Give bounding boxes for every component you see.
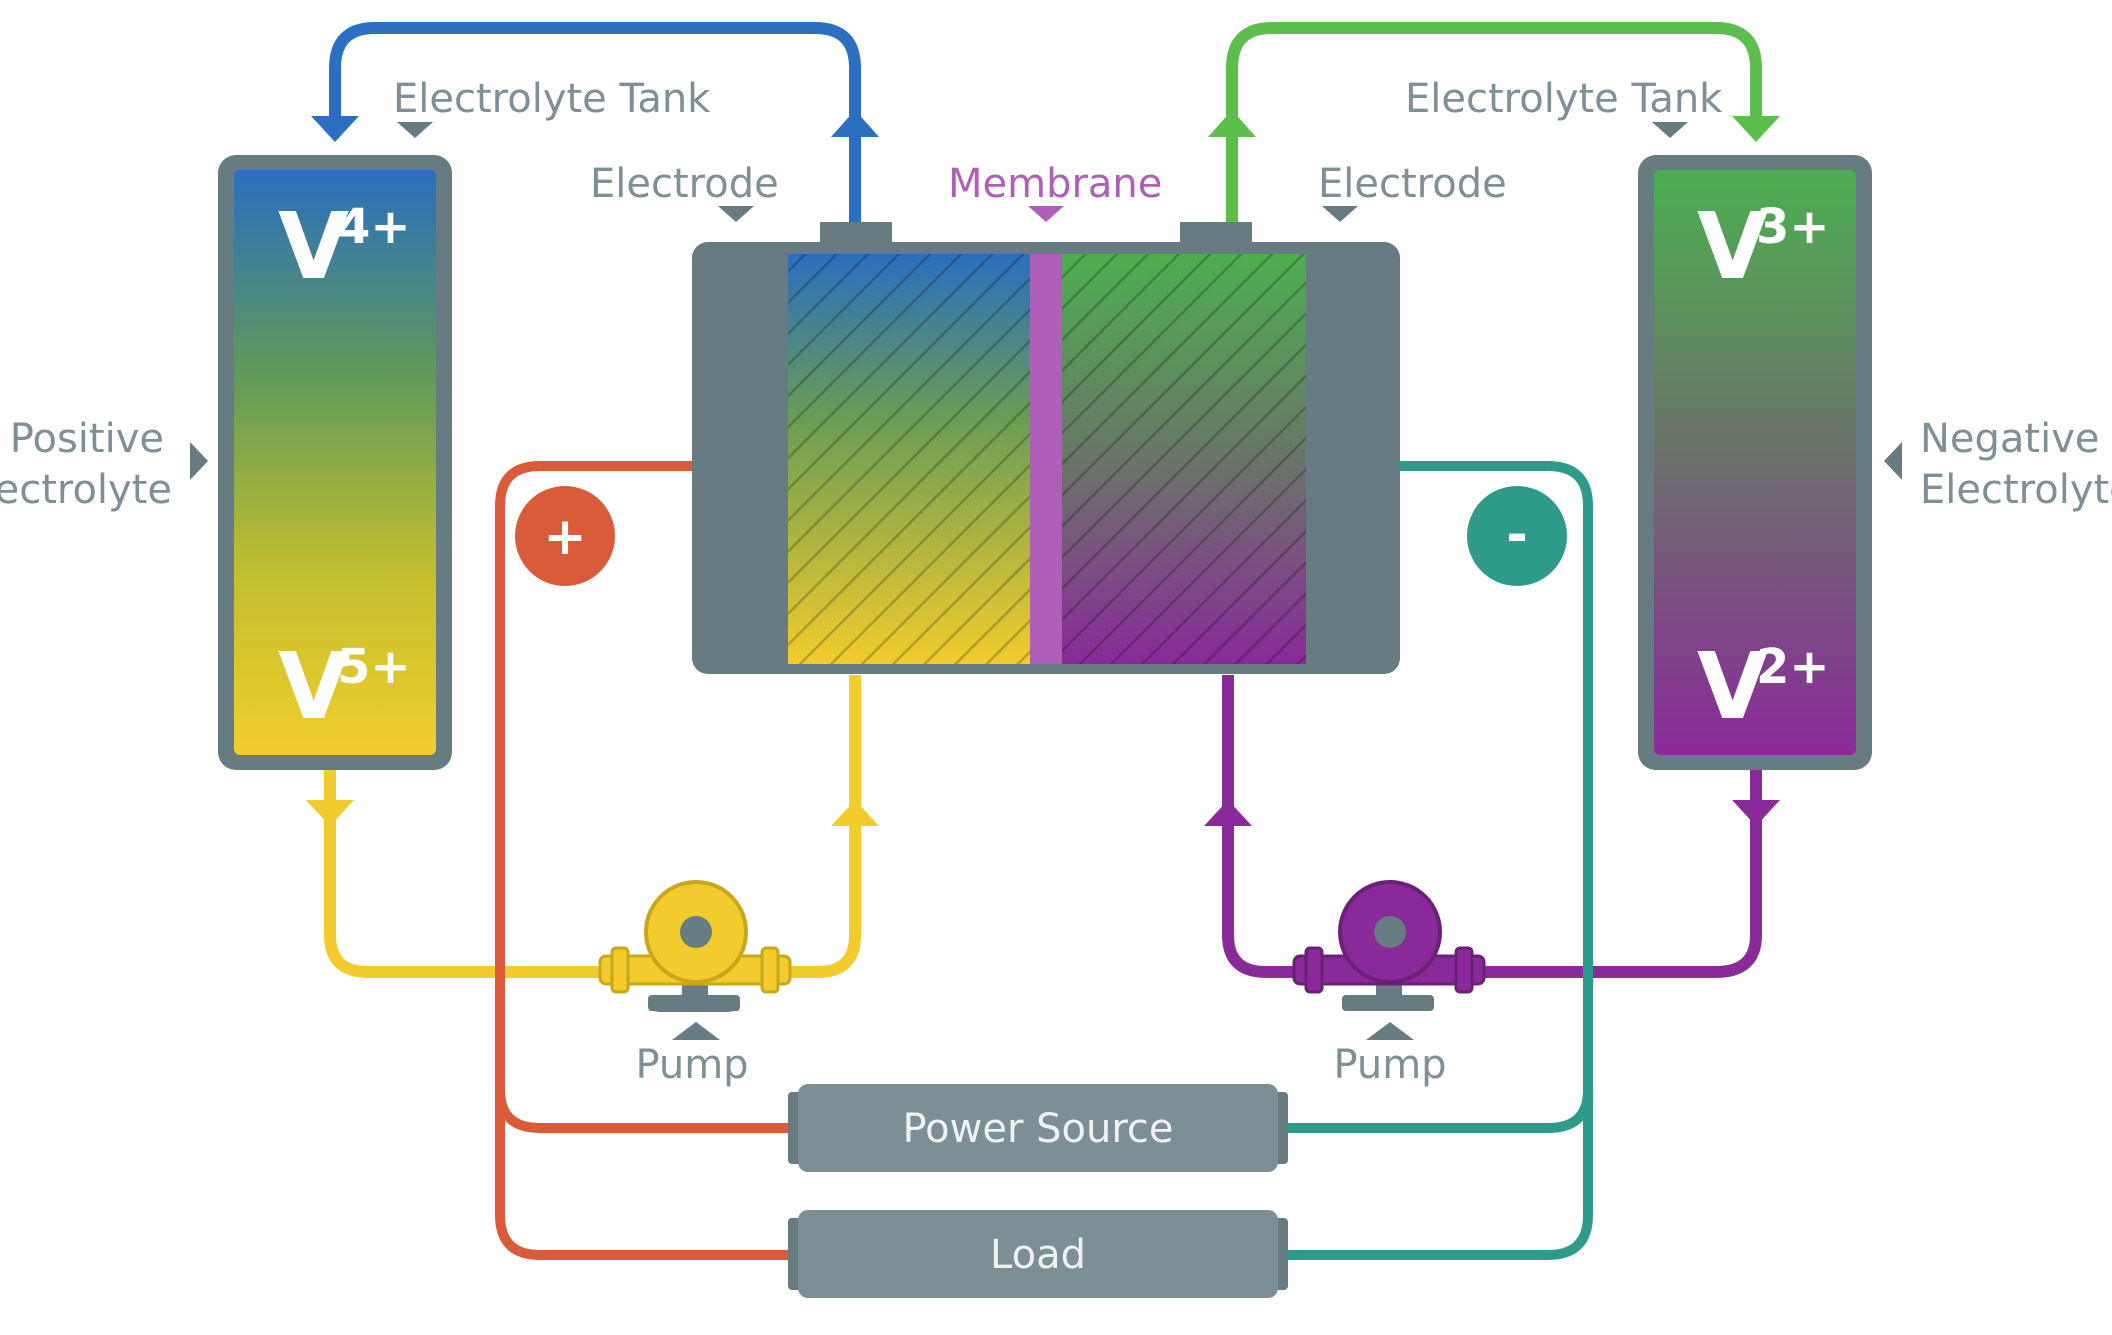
svg-text:5+: 5+	[337, 639, 411, 695]
tank-label-left: Electrolyte Tank	[393, 76, 711, 122]
electrode-label-right: Electrode	[1318, 161, 1507, 207]
svg-text:V: V	[278, 193, 349, 300]
purple-arrow-down-icon	[1732, 800, 1780, 826]
positive-electrolyte-pointer-icon	[190, 442, 208, 480]
negative-wire	[1278, 461, 1593, 1260]
blue-pipe	[329, 22, 861, 230]
ion-v2: V 2+	[1697, 633, 1830, 740]
tank-label-right: Electrolyte Tank	[1405, 76, 1723, 122]
electrode-right-pointer-icon	[1322, 206, 1358, 222]
left-pump-pointer-icon	[672, 1022, 720, 1040]
right-pump-icon	[1292, 880, 1486, 1011]
yellow-arrow-down-icon	[306, 800, 354, 826]
purple-pipe	[1222, 675, 1762, 978]
electrode-left-pointer-icon	[718, 206, 754, 222]
positive-wire	[495, 461, 798, 1260]
blue-arrow-up-icon	[831, 110, 879, 137]
yellow-arrow-up-icon	[831, 800, 879, 826]
ion-v5: V 5+	[278, 633, 411, 740]
pump-label-right: Pump	[1333, 1042, 1446, 1088]
left-pump-icon	[598, 880, 792, 1012]
purple-arrow-up-icon	[1204, 800, 1252, 826]
svg-text:2+: 2+	[1756, 639, 1830, 695]
negative-electrolyte-tank	[1638, 155, 1872, 770]
svg-text:V: V	[1697, 193, 1768, 300]
membrane-pointer-icon	[1028, 206, 1064, 222]
svg-text:-: -	[1506, 505, 1528, 565]
positive-terminal: +	[515, 486, 615, 586]
blue-arrow-down-icon	[311, 116, 359, 142]
yellow-pipe	[324, 675, 861, 978]
green-arrow-down-icon	[1732, 116, 1780, 142]
svg-text:Power Source: Power Source	[902, 1106, 1173, 1152]
green-arrow-up-icon	[1208, 110, 1256, 137]
load-box: Load	[788, 1210, 1288, 1298]
negative-electrolyte-label-line2: Electrolyte	[1920, 467, 2112, 513]
pump-label-left: Pump	[635, 1042, 748, 1088]
ion-v3: V 3+	[1697, 193, 1830, 300]
positive-electrolyte-label-line1: Positive	[10, 416, 164, 462]
positive-electrolyte-label-line2: Electrolyte	[0, 467, 172, 513]
electrode-label-left: Electrode	[590, 161, 779, 207]
svg-text:3+: 3+	[1756, 199, 1830, 255]
svg-text:V: V	[278, 633, 349, 740]
svg-text:4+: 4+	[337, 199, 411, 255]
negative-electrode	[1062, 254, 1306, 664]
negative-electrolyte-label-line1: Negative	[1920, 416, 2100, 462]
power-source-box: Power Source	[788, 1084, 1288, 1172]
svg-text:Load: Load	[990, 1232, 1086, 1278]
ion-v4: V 4+	[278, 193, 411, 300]
svg-text:V: V	[1697, 633, 1768, 740]
negative-electrolyte-pointer-icon	[1884, 442, 1902, 480]
positive-electrode	[788, 254, 1030, 664]
negative-terminal: -	[1467, 486, 1567, 586]
right-pump-pointer-icon	[1366, 1022, 1414, 1040]
positive-electrolyte-tank	[218, 155, 452, 770]
tank-right-pointer-icon	[1652, 122, 1688, 138]
membrane-label: Membrane	[948, 161, 1162, 207]
membrane	[1030, 254, 1062, 664]
green-pipe	[1226, 22, 1762, 230]
tank-left-pointer-icon	[397, 122, 433, 138]
svg-text:+: +	[543, 507, 587, 567]
